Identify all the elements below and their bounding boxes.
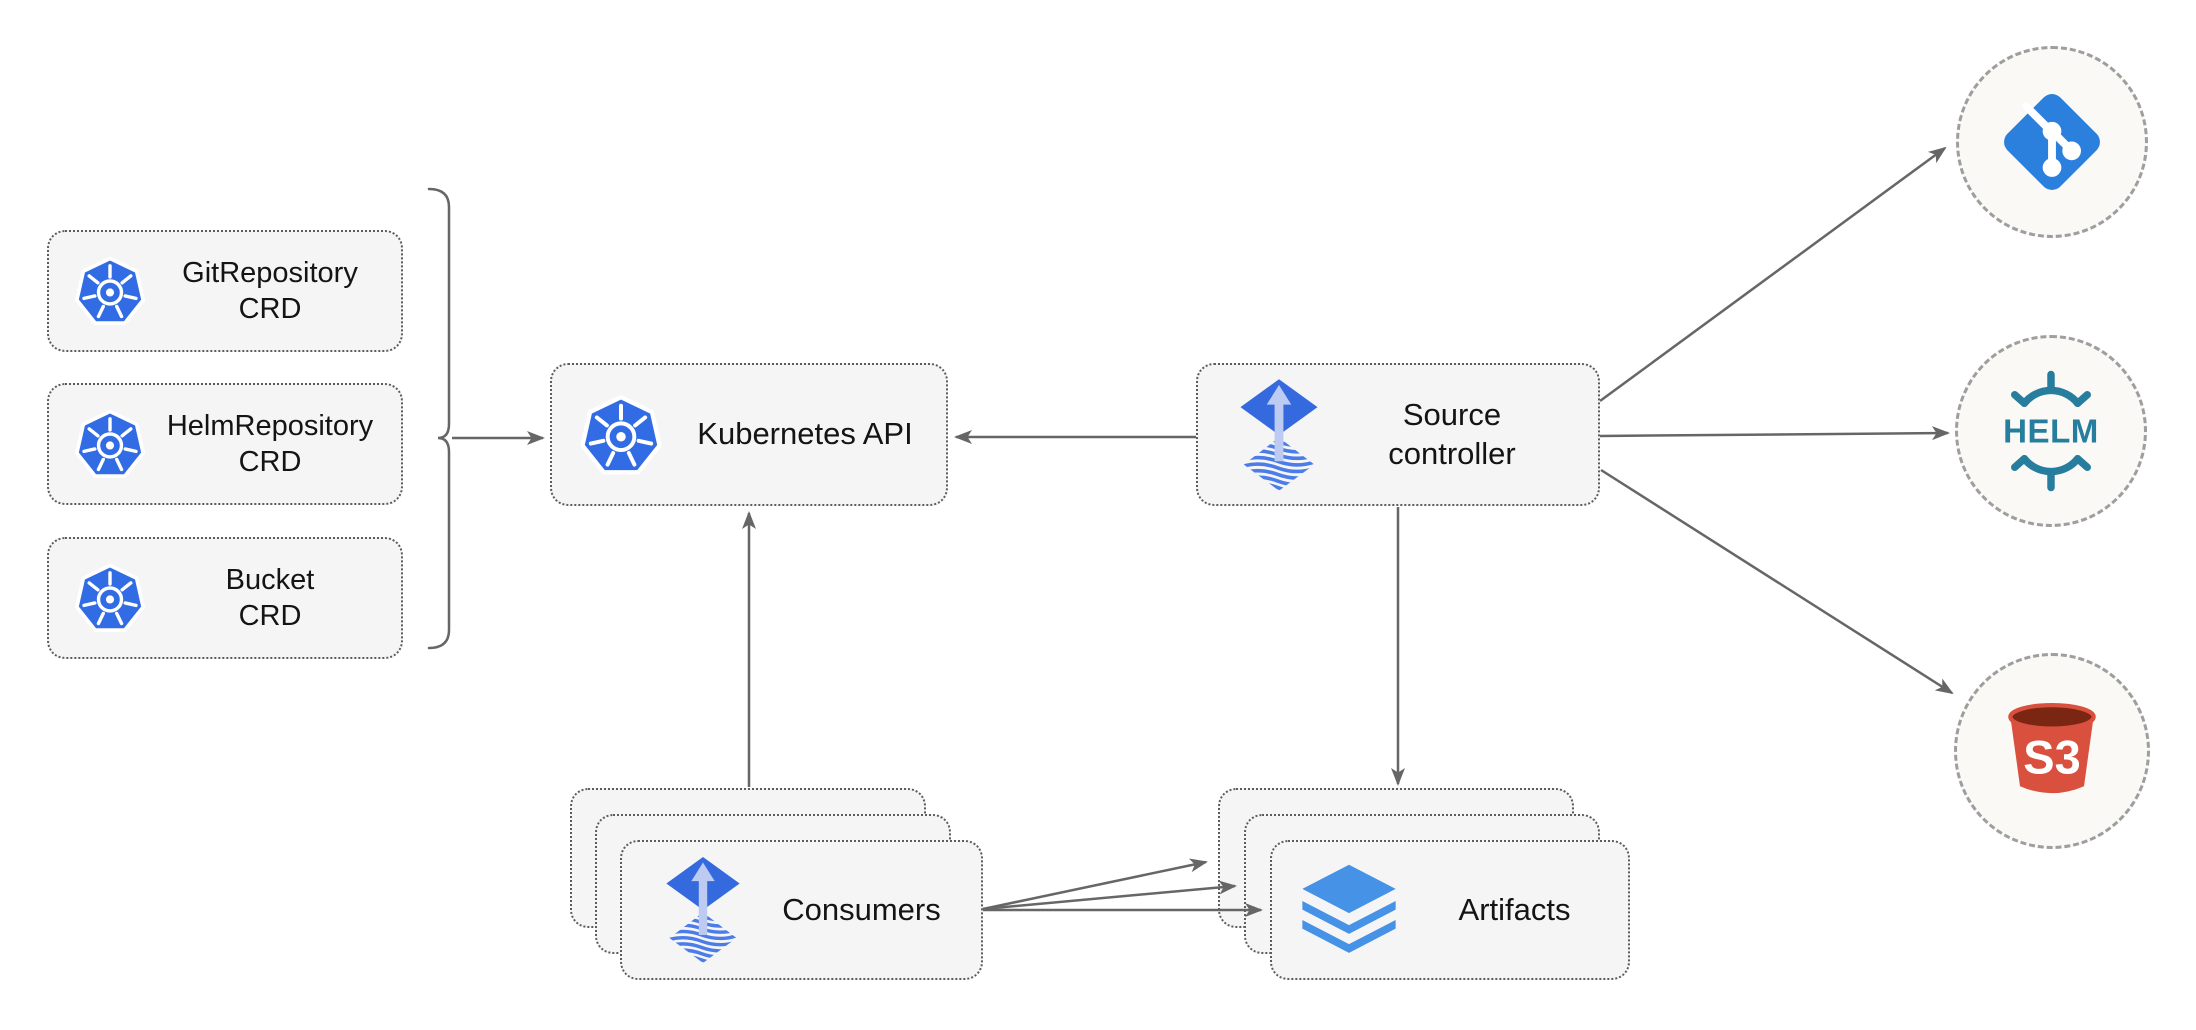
arrow-consumers-to-artifacts-1 [982,858,1208,911]
s3-icon [1988,687,2116,815]
kubernetes-icon [578,392,664,478]
layers-icon [1297,863,1401,958]
gitrepository-crd-label: GitRepository CRD [147,255,393,328]
arrow-source-to-s3 [1600,468,1954,695]
label-line: CRD [238,446,302,478]
label-line: CRD [238,600,302,632]
label-line: controller [1388,435,1516,471]
arrow-source-to-git [1599,146,1947,403]
node-kubernetes-api: Kubernetes API [550,363,948,506]
helmrepository-crd-label: HelmRepository CRD [147,408,393,481]
kubernetes-icon [73,254,147,328]
label-line: HelmRepository [166,409,374,442]
label-line: Source [1402,396,1502,432]
node-git-repository [1956,46,2148,238]
node-bucket-crd: Bucket CRD [47,537,403,659]
kubernetes-icon [73,407,147,481]
artifacts-label: Artifacts [1458,891,1571,927]
node-source-controller: Source controller [1196,363,1600,506]
arrow-consumers-to-artifacts-2 [982,880,1237,911]
crd-group-brace [427,187,451,650]
kubernetes-icon [73,561,147,635]
helm-icon [1987,367,2115,495]
kubernetes-api-label: Kubernetes API [697,416,913,452]
git-icon [1993,83,2111,201]
flux-icon [664,857,742,963]
label-line: Bucket [225,563,315,596]
bucket-crd-label: Bucket CRD [147,562,393,635]
node-s3-bucket [1954,653,2150,849]
node-artifacts: Artifacts [1270,840,1630,980]
node-helm-repository [1955,335,2147,527]
node-consumers: Consumers [620,840,983,980]
arrow-source-to-helm [1599,426,1950,441]
label-line: CRD [238,293,302,325]
label-line: GitRepository [182,256,358,289]
node-helmrepository-crd: HelmRepository CRD [47,383,403,505]
node-gitrepository-crd: GitRepository CRD [47,230,403,352]
consumers-label: Consumers [782,891,941,927]
source-controller-label: Source controller [1320,396,1584,474]
flux-icon [1238,379,1320,491]
